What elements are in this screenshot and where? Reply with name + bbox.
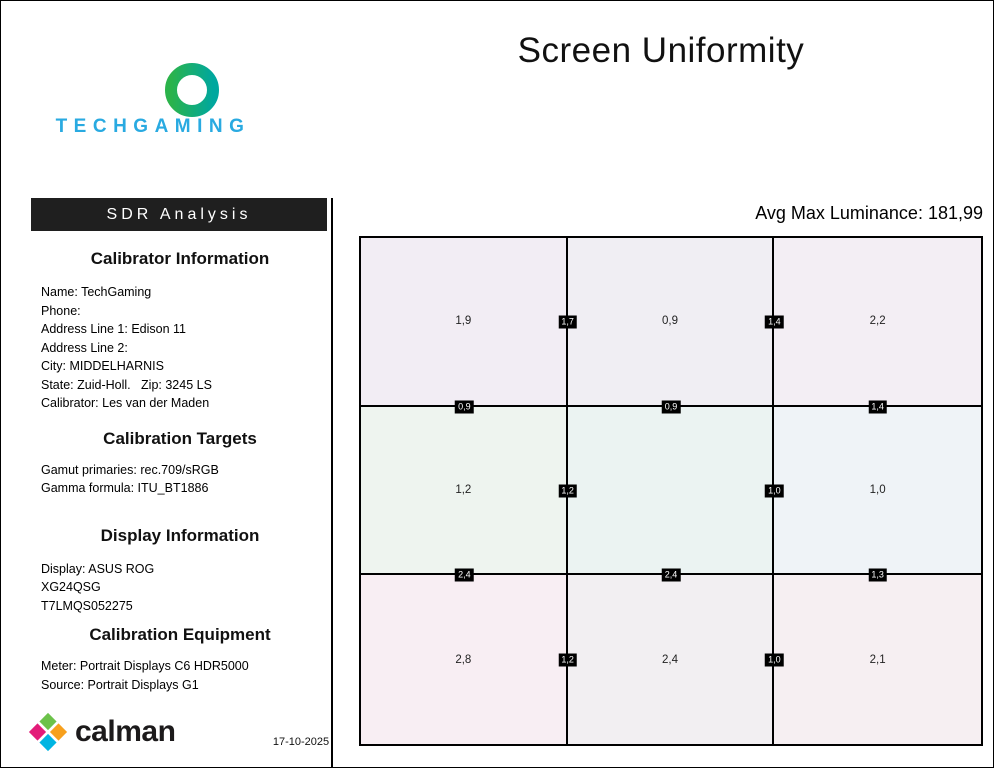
cell-value: 1,2 [455, 483, 472, 496]
techgaming-logo-icon: TECHGAMING [56, 62, 251, 137]
uniformity-cell-r2c1: 1,2 [361, 406, 568, 576]
section-calibration-equipment: Calibration Equipment Meter: Portrait Di… [31, 625, 329, 694]
edge-value-badge: 2,4 [455, 568, 474, 582]
cell-value: 0,9 [661, 315, 678, 328]
info-line: Gamma formula: ITU_BT1886 [41, 481, 209, 495]
uniformity-cell-r1c1: 1,9 [361, 238, 568, 407]
uniformity-cell-r1c3: 2,2 [774, 238, 981, 407]
edge-value-badge: 1,2 [558, 484, 577, 498]
section-calibration-targets: Calibration Targets Gamut primaries: rec… [31, 429, 329, 498]
edge-value-badge: 2,4 [661, 568, 681, 582]
section-heading: Calibration Targets [103, 428, 257, 448]
page-title: Screen Uniformity [517, 31, 805, 70]
sidebar: Calibrator Information Name: TechGaming … [31, 231, 329, 694]
edge-value-badge: 1,0 [765, 653, 784, 667]
info-line: Source: Portrait Displays G1 [41, 677, 199, 692]
info-line: City: MIDDELHARNIS [41, 359, 164, 373]
info-line: State: Zuid-Holl. Zip: 3245 LS [41, 377, 212, 392]
cell-value: 2,8 [455, 653, 472, 666]
sdr-analysis-header: SDR Analysis [31, 198, 327, 231]
info-line: Gamut primaries: rec.709/sRGB [41, 462, 219, 477]
calman-diamond-icon [28, 712, 68, 752]
edge-value-badge: 0,9 [661, 400, 681, 414]
edge-value-badge: 1,4 [868, 400, 887, 414]
info-line: Meter: Portrait Displays C6 HDR5000 [41, 659, 249, 673]
edge-value-badge: 1,3 [868, 568, 887, 582]
section-calibrator-information: Calibrator Information Name: TechGaming … [31, 249, 329, 413]
section-heading: Calibrator Information [90, 249, 270, 268]
section-heading: Display Information [100, 525, 260, 545]
avg-max-luminance: Avg Max Luminance: 181,99 [755, 203, 983, 223]
uniformity-cell-r3c2: 2,4 [567, 575, 775, 744]
edge-value-badge: 0,9 [455, 400, 474, 414]
edge-value-badge: 1,0 [765, 484, 784, 498]
edge-value-badge: 1,4 [765, 315, 784, 329]
info-line: T7LMQS052275 [41, 598, 133, 613]
calman-wordmark: calman [75, 715, 176, 748]
section-display-information: Display Information Display: ASUS ROG XG… [31, 526, 329, 616]
edge-value-badge: 1,7 [558, 315, 577, 329]
info-line: Display: ASUS ROG [41, 561, 155, 576]
uniformity-cell-r1c2: 0,9 [567, 238, 775, 407]
techgaming-wordmark: TECHGAMING [56, 116, 251, 137]
uniformity-cell-r2c3: 1,0 [774, 406, 981, 576]
section-heading: Calibration Equipment [89, 625, 271, 644]
uniformity-grid: 1,9 0,9 2,2 1,2 1,0 2,8 2,4 2,1 1,7 1,4 … [359, 236, 983, 746]
cell-value: 1,9 [455, 315, 472, 328]
cell-value: 2,2 [869, 315, 886, 328]
info-line: Phone: [41, 303, 81, 318]
cell-value: 2,4 [661, 653, 678, 666]
vertical-divider [331, 198, 333, 767]
info-line: Address Line 2: [41, 340, 128, 355]
cell-value: 2,1 [869, 653, 886, 666]
report-date: 17-10-2025 [272, 736, 330, 748]
info-line: Address Line 1: Edison 11 [41, 322, 187, 336]
edge-value-badge: 1,2 [558, 653, 577, 667]
techgaming-logo: TECHGAMING [46, 56, 261, 141]
cell-value: 1,0 [869, 483, 886, 496]
uniformity-cell-r2c2 [567, 406, 775, 576]
calman-logo: calman [27, 711, 176, 753]
uniformity-cell-r3c1: 2,8 [361, 575, 568, 744]
info-line: Calibrator: Les van der Maden [41, 396, 210, 410]
info-line: XG24QSG [41, 580, 101, 594]
uniformity-cell-r3c3: 2,1 [774, 575, 981, 744]
info-line: Name: TechGaming [41, 285, 152, 299]
